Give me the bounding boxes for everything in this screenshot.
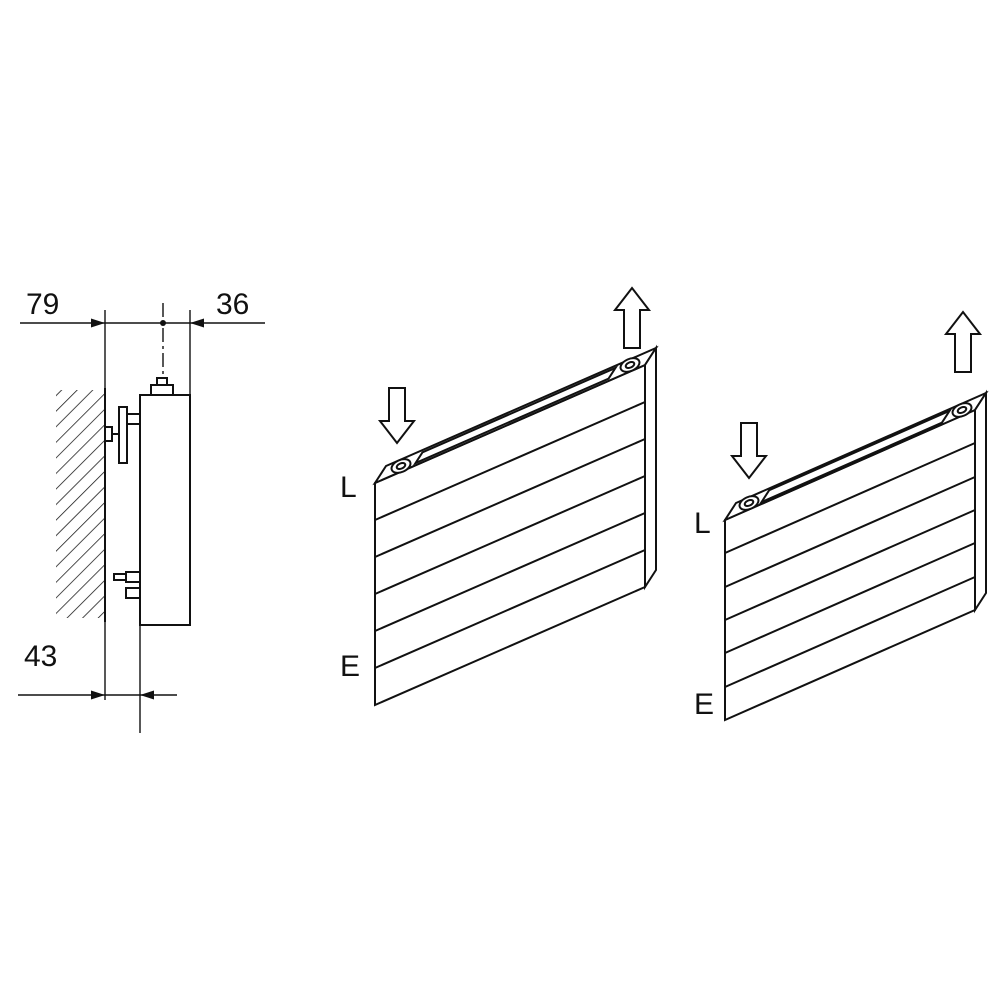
dimension-36-label: 36: [216, 288, 249, 321]
airflow-down-arrow-icon: [377, 387, 417, 445]
top-grille: [758, 408, 953, 505]
right-connection-port: [951, 402, 973, 418]
left-connection-port: [738, 495, 760, 511]
open-top-label-L: L: [340, 471, 357, 504]
grille-top-label-L: L: [694, 507, 711, 540]
connection-stub-upper: [125, 571, 141, 583]
grille-top-label-E: E: [694, 688, 714, 721]
port-ring-icon: [738, 495, 760, 511]
port-hole-icon: [743, 499, 755, 507]
valve-knob: [113, 573, 127, 581]
airflow-up-arrow-icon: [612, 286, 652, 349]
side-view-mounting-drawing: 79 36 43: [18, 288, 265, 733]
dimension-43-label: 43: [24, 640, 57, 673]
dimension-arrow-left-icon: [140, 690, 154, 700]
dimension-arrow-right-icon: [91, 318, 105, 328]
port-hole-icon: [624, 361, 636, 369]
radiator-body: [139, 394, 191, 626]
open-top-label-E: E: [340, 650, 360, 683]
slat-grooves: [374, 401, 646, 669]
port-hole-icon: [956, 406, 968, 414]
airflow-down-arrow-icon: [729, 422, 769, 480]
connection-stub-lower: [125, 587, 141, 599]
port-ring-icon: [951, 402, 973, 418]
bottom-dimension-line: [18, 690, 177, 700]
top-opening: [412, 365, 619, 466]
wall-section: [56, 388, 106, 622]
airflow-up-arrow-icon: [943, 310, 983, 373]
dimension-arrow-right-icon: [91, 690, 105, 700]
slat-grooves: [724, 442, 976, 688]
radiator-open-top-view: L E: [340, 286, 659, 707]
air-vent-plug: [156, 377, 168, 386]
left-connection-port: [390, 458, 412, 474]
radiator-grille-top-view: L E: [694, 310, 989, 722]
radiator-side-view: [139, 377, 191, 626]
top-fitting: [150, 384, 174, 396]
right-connection-port: [619, 357, 641, 373]
right-end-face: [974, 389, 987, 614]
wall-hatching: [56, 390, 105, 618]
valve-connections: [113, 571, 141, 599]
wall-anchor: [104, 426, 113, 442]
port-ring-icon: [390, 458, 412, 474]
right-end-face: [644, 344, 657, 591]
bracket-plate: [118, 406, 128, 464]
mounting-bracket: [104, 406, 140, 464]
port-ring-icon: [619, 357, 641, 373]
dimension-arrow-left-icon: [190, 318, 204, 328]
port-hole-icon: [395, 462, 407, 470]
dimension-79-label: 79: [26, 288, 59, 321]
